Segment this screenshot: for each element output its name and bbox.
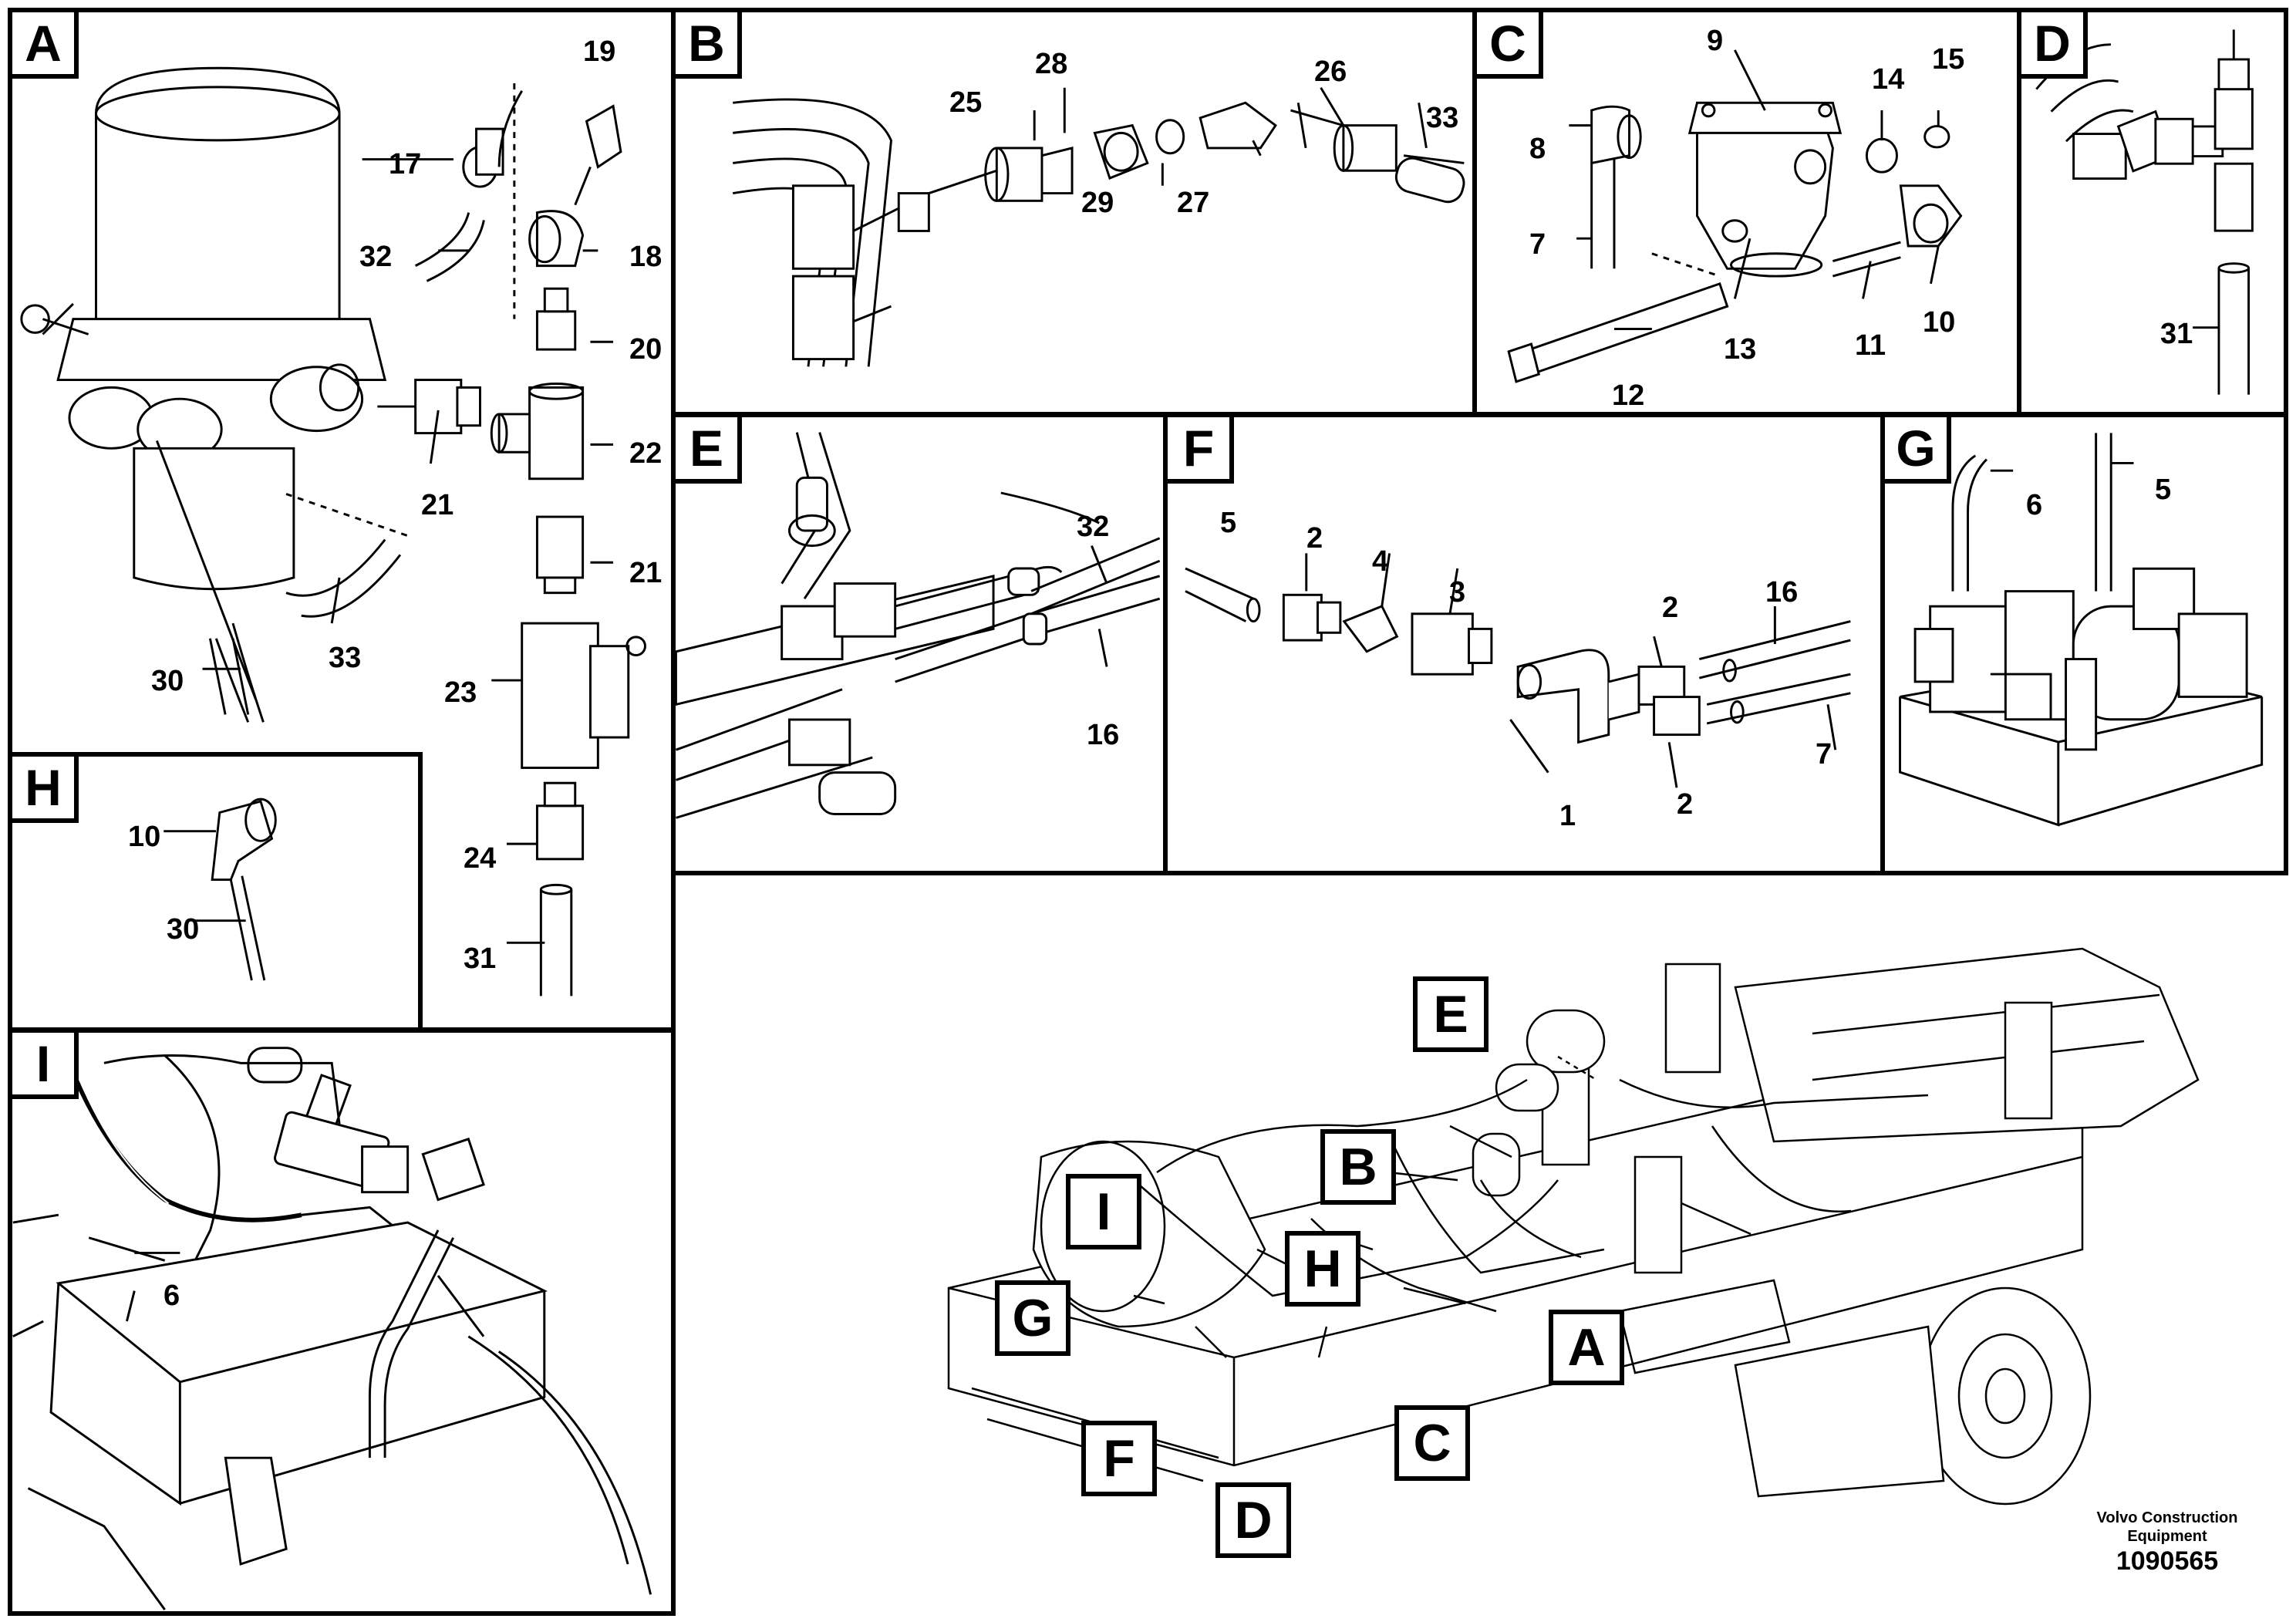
panel-i: I 6 (8, 1028, 676, 1616)
panel-h-drawing (164, 798, 277, 981)
panel-tag-a: A (12, 12, 79, 79)
panel-c-drawing (1507, 49, 1963, 383)
part-number: 1 (1559, 800, 1576, 832)
part-number: 28 (1035, 48, 1068, 80)
callout-c: C (1394, 1405, 1470, 1481)
part-number: 9 (1707, 25, 1724, 57)
part-number: 25 (949, 86, 983, 119)
panel-e-drawing (676, 432, 1161, 819)
panel-b: B 28 25 26 33 29 27 (671, 8, 1477, 416)
panel-h: H 10 30 (8, 752, 423, 1032)
callout-a: A (1549, 1310, 1624, 1385)
part-number: 33 (329, 642, 362, 674)
part-number: 31 (2160, 318, 2193, 350)
part-number: 32 (1077, 511, 1110, 543)
part-number: 10 (1923, 306, 1956, 339)
panel-tag-f: F (1168, 417, 1234, 484)
panel-g: G 6 5 (1880, 413, 2288, 875)
panel-i-drawing (12, 1047, 652, 1610)
panel-f: F 5 2 4 3 16 2 2 7 1 (1163, 413, 1886, 875)
part-number: 4 (1372, 545, 1389, 578)
part-number: 12 (1612, 379, 1645, 412)
part-number: 2 (1662, 592, 1679, 624)
panel-tag-e: E (676, 417, 742, 484)
panel-f-drawing (1185, 553, 1851, 788)
machine-overview-drawing (947, 947, 2200, 1506)
part-number: 30 (151, 665, 184, 697)
part-number: 3 (1449, 576, 1466, 609)
brand-line-2: Equipment (2127, 1528, 2207, 1545)
part-number: 16 (1765, 576, 1799, 609)
part-number: 32 (359, 241, 393, 273)
part-number: 29 (1081, 187, 1114, 219)
part-number: 17 (389, 148, 422, 180)
panel-e: E 32 16 (671, 413, 1168, 875)
drawing-number: 1090565 (2116, 1546, 2219, 1576)
callout-f: F (1081, 1421, 1157, 1496)
panel-d: D 31 (2017, 8, 2288, 416)
part-number: 7 (1816, 738, 1832, 771)
panel-tag-c: C (1477, 12, 1543, 79)
part-number: 21 (421, 489, 454, 521)
brand-line-1: Volvo Construction (2096, 1509, 2238, 1526)
part-number: 6 (2026, 489, 2043, 521)
part-number: 13 (1724, 333, 1757, 366)
part-number: 14 (1872, 63, 1905, 96)
part-number: 2 (1677, 788, 1694, 821)
part-number: 23 (444, 676, 477, 709)
part-number: 24 (464, 842, 497, 875)
part-number: 11 (1855, 329, 1886, 362)
callout-d: D (1215, 1482, 1291, 1558)
callout-i: I (1066, 1174, 1141, 1249)
panel-c: C 9 15 14 8 7 13 12 11 10 (1472, 8, 2021, 416)
panel-g-drawing (1899, 433, 2264, 827)
part-number: 33 (1426, 102, 1459, 134)
panel-b-drawing (733, 86, 1465, 367)
part-number: 8 (1529, 133, 1546, 165)
part-number: 10 (128, 821, 161, 853)
part-number: 27 (1177, 187, 1210, 219)
panel-tag-d: D (2021, 12, 2088, 79)
panel-tag-g: G (1885, 417, 1951, 484)
part-number: 15 (1932, 43, 1965, 76)
part-number: 18 (629, 241, 663, 273)
callout-h: H (1285, 1231, 1360, 1307)
part-number: 20 (629, 333, 663, 366)
part-number: 5 (2155, 474, 2172, 506)
callout-e: E (1413, 976, 1489, 1052)
part-number: 31 (464, 943, 497, 975)
part-number: 7 (1529, 228, 1546, 261)
panel-a-drawing (20, 66, 646, 996)
panel-tag-i: I (12, 1033, 79, 1099)
panel-tag-h: H (12, 757, 79, 823)
part-number: 21 (629, 557, 663, 589)
part-number: 30 (167, 913, 200, 946)
part-number: 19 (583, 35, 616, 68)
footer-brand: Volvo Construction Equipment 1090565 (2082, 1509, 2252, 1576)
part-number: 2 (1306, 522, 1323, 555)
callout-b: B (1320, 1129, 1396, 1205)
part-number: 22 (629, 437, 663, 470)
callout-g: G (995, 1280, 1070, 1356)
part-number: 16 (1087, 719, 1120, 751)
panel-d-drawing (2035, 29, 2254, 395)
panel-tag-b: B (676, 12, 742, 79)
part-number: 6 (164, 1280, 180, 1312)
part-number: 26 (1314, 56, 1347, 88)
part-number: 5 (1220, 507, 1237, 539)
